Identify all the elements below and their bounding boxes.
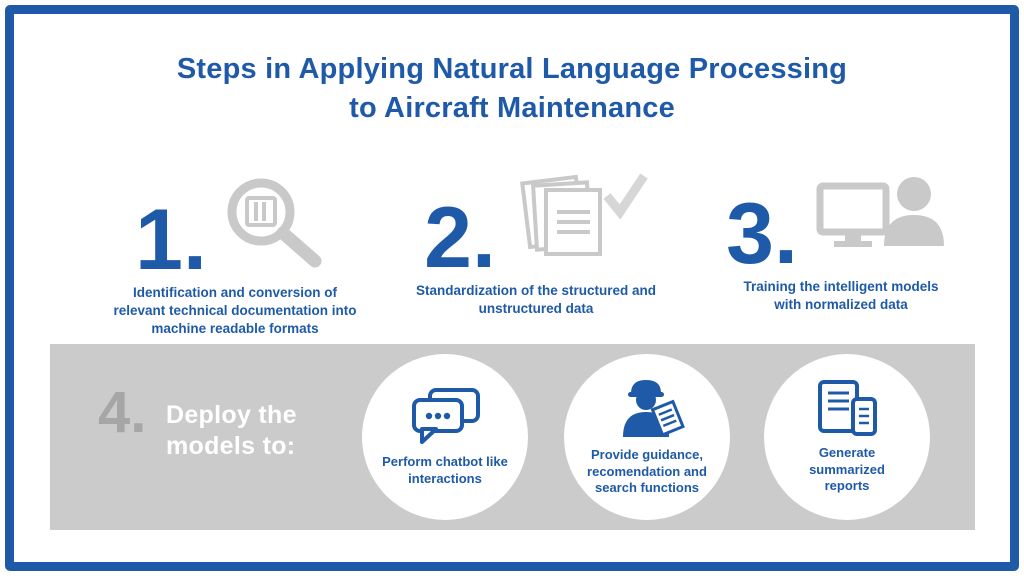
step-1-header: 1. — [80, 172, 390, 288]
chat-bubbles-icon — [406, 386, 484, 446]
step-1-number: 1. — [135, 191, 207, 288]
step-2-caption: Standardization of the structured and un… — [416, 283, 657, 316]
devices-report-icon — [815, 379, 879, 437]
step-2-header: 2. — [388, 170, 684, 286]
analyst-computer-icon — [808, 172, 956, 262]
deploy-item-reports: Generate summarized reports — [764, 354, 930, 520]
deploy-item-guidance-caption: Provide guidance, recomendation and sear… — [587, 447, 707, 496]
documents-check-icon — [506, 170, 648, 266]
step-3: 3. Training the intelligent models with … — [698, 172, 984, 314]
deploy-item-guidance: Provide guidance, recomendation and sear… — [564, 354, 730, 520]
step-1-caption: Identification and conversion of relevan… — [113, 285, 357, 336]
deploy-label: Deploy the models to: — [166, 401, 297, 460]
page-title: Steps in Applying Natural Language Proce… — [0, 50, 1024, 128]
step-3-caption: Training the intelligent models with nor… — [743, 279, 939, 312]
title-line1: Steps in Applying Natural Language Proce… — [176, 53, 848, 85]
step-4-number: 4. — [98, 380, 147, 445]
step-1: 1. Identification and conversion of rele… — [80, 172, 390, 337]
deploy-item-reports-caption: Generate summarized reports — [809, 445, 885, 494]
engineer-guidance-icon — [609, 377, 685, 439]
magnifier-documents-icon — [217, 172, 335, 268]
deploy-item-chatbot-caption: Perform chatbot like interactions — [382, 454, 508, 486]
step-2: 2. Standardization of the — [388, 170, 684, 318]
step-3-number: 3. — [726, 185, 798, 282]
step-3-header: 3. — [698, 172, 984, 282]
title-line2: to Aircraft Maintenance — [349, 92, 675, 124]
deploy-item-chatbot: Perform chatbot like interactions — [362, 354, 528, 520]
deploy-band: 4. Deploy the models to: Perform chatbot… — [50, 344, 975, 530]
step-2-number: 2. — [424, 189, 496, 286]
